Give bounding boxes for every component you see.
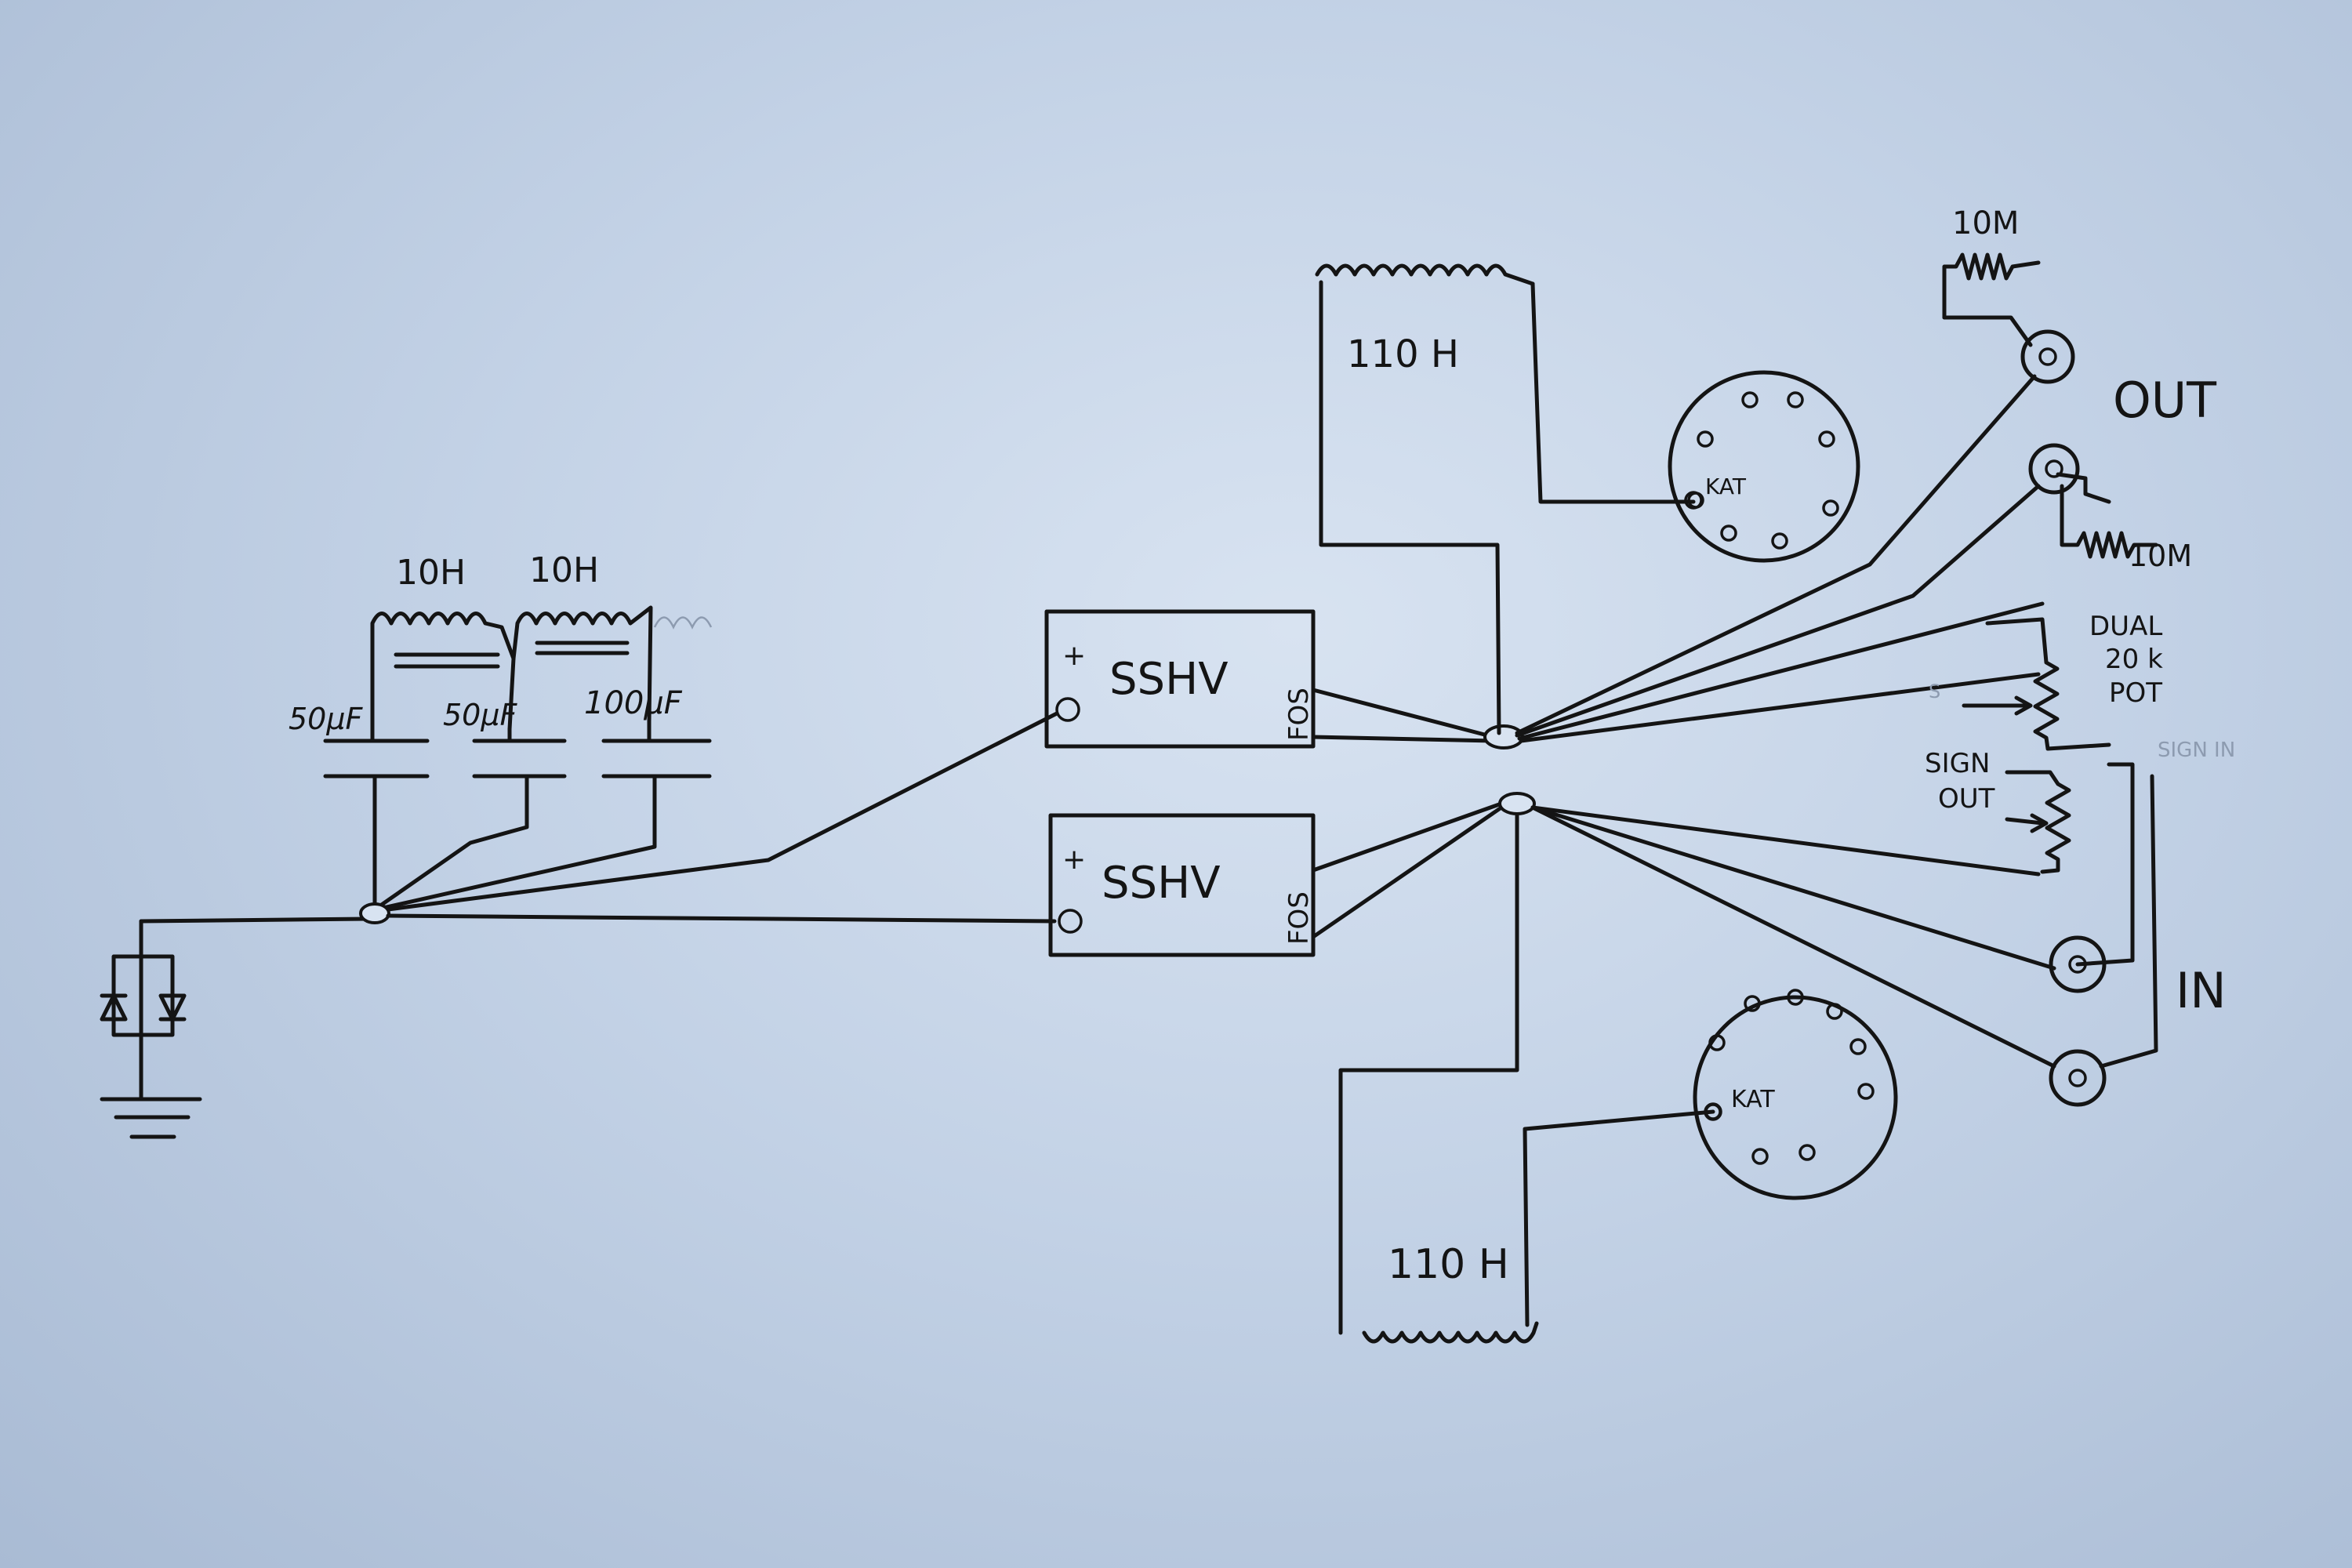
label-in: IN — [2176, 962, 2227, 1019]
wire-to-pot-mid — [1519, 672, 2041, 743]
choke-10h-right — [511, 605, 653, 724]
rectifier-diodes — [100, 919, 187, 1100]
wire-to-sshv-bottom — [386, 913, 1057, 924]
kat-pin-bottom — [1704, 1102, 1722, 1121]
wire-to-in-jack-1 — [1530, 805, 2056, 971]
label-choke-2: 10H — [529, 550, 599, 590]
in-jack-lower — [2049, 1049, 2107, 1107]
label-res-top: 10M — [1952, 205, 2019, 241]
dual-pot-upper — [1962, 617, 2111, 751]
label-pot-line3: POT — [2109, 677, 2162, 709]
capacitor-100uf — [374, 719, 712, 912]
label-kat-top: KAT — [1705, 474, 1747, 499]
sshv-top-out-2 — [1311, 735, 1496, 743]
sshv-bottom-out-1 — [1311, 801, 1504, 873]
kat-pin-top — [1684, 491, 1703, 510]
label-pot-s: S — [1929, 681, 1940, 702]
wire-to-pot-top — [1517, 601, 2045, 741]
sshv-top-out-1 — [1311, 688, 1496, 739]
label-cap-1: 50µF — [289, 702, 364, 736]
in-jack-upper — [2049, 935, 2107, 993]
label-plus-bottom: + — [1062, 844, 1086, 876]
resistor-10m-top — [1942, 252, 2041, 347]
label-xfmr-bottom: 110 H — [1388, 1241, 1509, 1288]
wire-to-sshv-top — [386, 711, 1059, 912]
tube-socket-bottom — [1693, 989, 1898, 1200]
label-out: OUT — [2113, 372, 2217, 429]
sshv-bottom-module — [1048, 813, 1316, 957]
label-sshv-bottom: SSHV — [1102, 858, 1221, 909]
wire-to-pot-bottom — [1530, 805, 2041, 877]
label-sign-in: SIGN IN — [2158, 739, 2235, 762]
rectifier-feed-wire — [139, 916, 371, 924]
out-jack-lower — [2028, 443, 2080, 495]
capacitor-50uf-1 — [323, 672, 430, 912]
resistor-10m-bottom — [2056, 472, 2158, 559]
label-choke-1: 10H — [396, 553, 466, 593]
sshv-top-module — [1044, 609, 1316, 749]
star-node-left — [359, 902, 390, 924]
label-sign-out-line2: OUT — [1938, 783, 1995, 815]
label-plus-top: + — [1062, 640, 1086, 672]
label-res-bottom: 10M — [2129, 539, 2192, 573]
ground-symbol — [100, 1097, 202, 1139]
label-fos-bottom: FOS — [1283, 891, 1315, 945]
tube-socket-top — [1668, 370, 1860, 563]
label-xfmr-top: 110 H — [1347, 332, 1459, 376]
choke-faint-extra — [653, 616, 713, 630]
capacitor-50uf-2 — [372, 727, 567, 912]
star-node-bottom — [1498, 792, 1536, 815]
label-cap-3: 100µF — [584, 685, 683, 721]
choke-junction-wire — [507, 656, 516, 731]
out-jack-upper — [2020, 329, 2075, 384]
wire-to-in-jack-2 — [1530, 805, 2056, 1069]
transformer-110h-bottom — [1338, 813, 1715, 1344]
choke-10h-left — [370, 612, 516, 677]
label-kat-bottom: KAT — [1731, 1086, 1775, 1113]
label-cap-2: 50µF — [443, 698, 518, 732]
label-fos-top: FOS — [1283, 688, 1315, 741]
sshv-bottom-out-2 — [1311, 805, 1504, 939]
label-sign-out-line1: SIGN — [1925, 748, 1990, 779]
wire-to-out-jack-2 — [1515, 484, 2041, 738]
label-pot-line1: DUAL — [2089, 611, 2162, 642]
dual-pot-lower — [2005, 762, 2158, 1069]
transformer-110h-top — [1315, 263, 1696, 735]
label-sshv-top: SSHV — [1109, 654, 1229, 705]
label-pot-line2: 20 k — [2105, 644, 2163, 675]
wire-to-out-jack-1 — [1515, 374, 2037, 735]
